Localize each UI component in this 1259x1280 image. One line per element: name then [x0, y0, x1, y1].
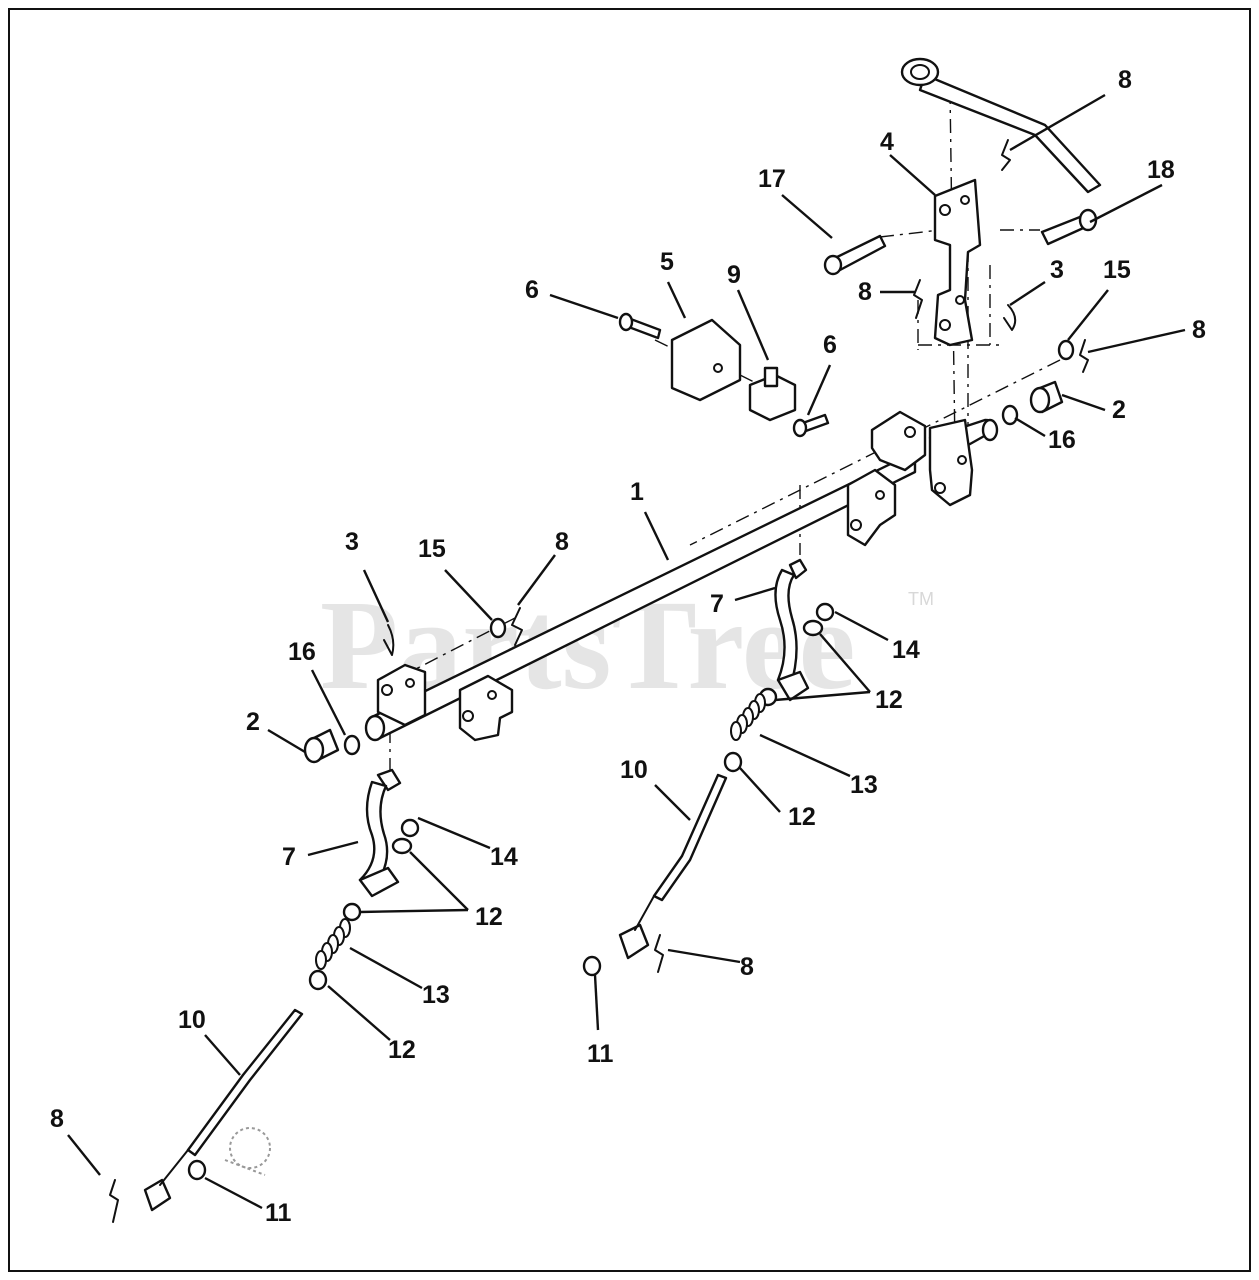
right-shaft-brackets: [846, 410, 974, 547]
nut-14-right: [815, 602, 835, 622]
hairpin-clip-mid: [913, 279, 923, 319]
hairpin-clip-right: [1079, 339, 1089, 373]
lift-rod-right: [618, 773, 728, 960]
callout-2-right: 2: [1112, 396, 1126, 424]
callout-3-left: 3: [345, 528, 359, 556]
spring-left: [315, 918, 351, 970]
callout-17: 17: [758, 165, 786, 193]
callout-18: 18: [1147, 156, 1175, 184]
callout-8-right: 8: [1192, 316, 1206, 344]
callout-3-right: 3: [1050, 256, 1064, 284]
callout-10-right: 10: [620, 756, 648, 784]
callout-8-left: 8: [555, 528, 569, 556]
callout-16-left: 16: [288, 638, 316, 666]
washer-12-left-top: [342, 902, 362, 922]
bushing-2-right: [1029, 380, 1064, 414]
washer-16-left: [343, 734, 361, 756]
diagram-frame: [8, 8, 1251, 1272]
callout-13-right: 13: [850, 771, 878, 799]
hairpin-clip-bottom: [109, 1179, 119, 1223]
callout-2-left: 2: [246, 708, 260, 736]
callout-16-right: 16: [1048, 426, 1076, 454]
watermark-trademark: TM: [908, 589, 934, 609]
callout-14-left: 14: [490, 843, 518, 871]
clevis-pin-18: [1040, 208, 1098, 246]
callout-9: 9: [727, 261, 741, 289]
cotter-pin-left: [383, 624, 395, 656]
callout-7-left: 7: [282, 843, 296, 871]
callout-6-right: 6: [823, 331, 837, 359]
callout-13-left: 13: [422, 981, 450, 1009]
callout-8-bottom: 8: [50, 1105, 64, 1133]
callout-8-lower-right: 8: [740, 953, 754, 981]
seat-switch: [748, 366, 797, 422]
callout-6-left: 6: [525, 276, 539, 304]
callout-12-right-b: 12: [788, 803, 816, 831]
callout-8-top: 8: [1118, 66, 1132, 94]
callout-14-right: 14: [892, 636, 920, 664]
clevis-pin-17: [823, 234, 887, 276]
nut-14-left: [400, 818, 420, 838]
leader-lines: [67, 93, 1186, 1210]
washer-15-left: [489, 617, 507, 639]
cotter-pin-right: [1003, 304, 1017, 331]
callout-10-left: 10: [178, 1006, 206, 1034]
bushing-2-left: [303, 728, 340, 764]
washer-12-left-a: [391, 837, 413, 855]
callout-5: 5: [660, 248, 674, 276]
washer-11-right: [582, 955, 602, 977]
lift-link: [933, 178, 982, 347]
callout-11-right: 11: [587, 1040, 614, 1068]
callout-1: 1: [630, 478, 644, 506]
hairpin-clip-lower-right: [654, 934, 664, 973]
washer-15-right: [1057, 339, 1075, 361]
spring-right: [730, 693, 766, 741]
screw-left: [618, 312, 662, 340]
callout-15-left: 15: [418, 535, 446, 563]
mount-bracket: [670, 318, 742, 402]
deck-gear: [224, 1127, 271, 1176]
callout-8-mid: 8: [858, 278, 872, 306]
washer-11-left: [187, 1159, 207, 1181]
callout-12-right-a: 12: [875, 686, 903, 714]
callout-12-left-b: 12: [388, 1036, 416, 1064]
washer-12-left-b: [308, 969, 328, 991]
callout-7-right: 7: [710, 590, 724, 618]
callout-15-right: 15: [1103, 256, 1131, 284]
hairpin-clip-left: [511, 607, 523, 646]
washer-12-right-b: [723, 751, 743, 773]
left-shaft-brackets: [376, 663, 514, 742]
screw-right: [792, 413, 830, 438]
washer-12-right-a: [802, 619, 824, 637]
lift-rod-left: [143, 1008, 304, 1212]
callout-4: 4: [880, 128, 894, 156]
washer-16-right: [1001, 404, 1019, 426]
callout-12-left-a: 12: [475, 903, 503, 931]
callout-labels: 8 4 17 18 5 9 6 6 8 3 15 8 2 16 1 3 15 8…: [50, 66, 1206, 1227]
lift-arm-right: [774, 558, 810, 702]
callout-11-left: 11: [265, 1199, 292, 1227]
hairpin-clip-top: [1001, 139, 1011, 171]
lift-arm-left: [358, 768, 402, 898]
lift-handle: [900, 57, 1102, 194]
